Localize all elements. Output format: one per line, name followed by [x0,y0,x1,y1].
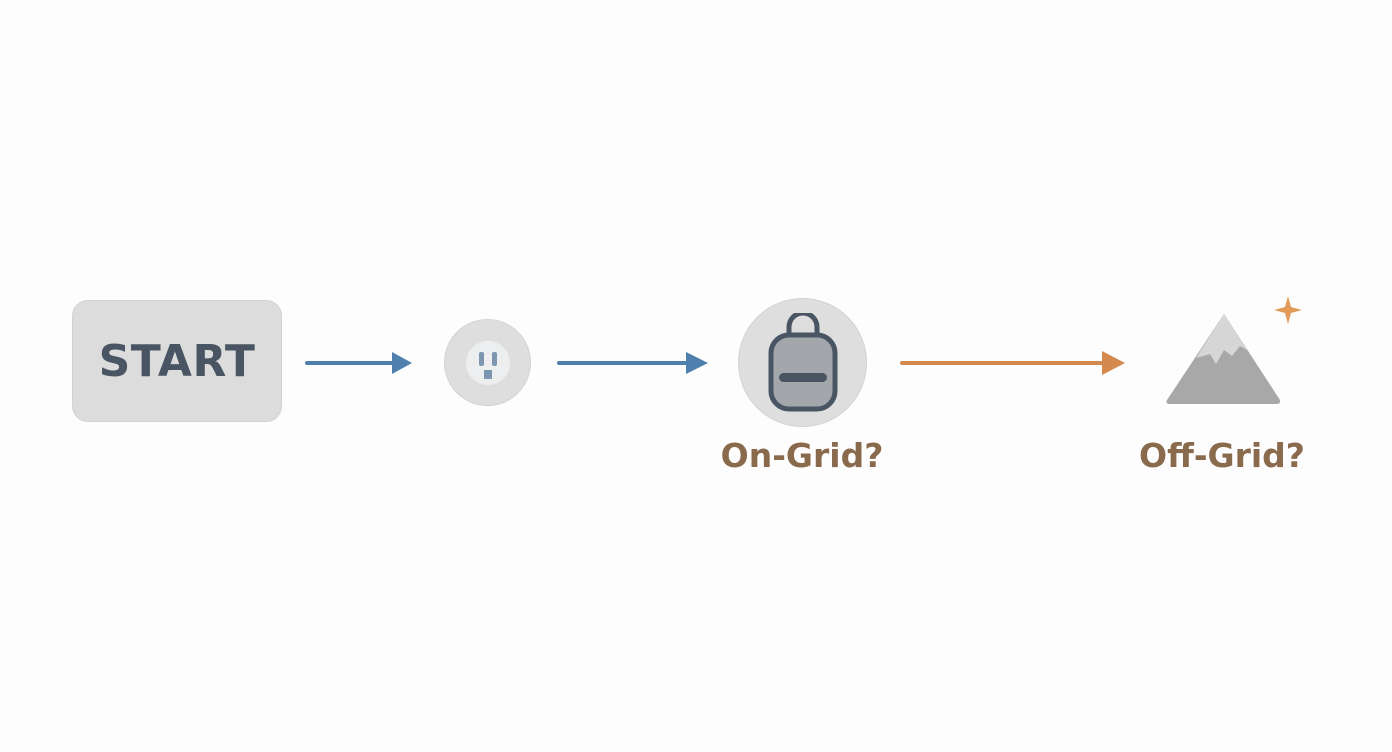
backpack-node [738,298,867,427]
arrow-start-to-outlet [305,352,412,374]
power-outlet-icon [465,340,510,385]
start-node: START [72,300,282,422]
start-label: START [98,335,256,387]
arrow-outlet-to-backpack [557,352,708,374]
on-grid-label: On-Grid? [720,436,884,475]
backpack-icon [768,312,837,411]
outlet-node [444,319,531,406]
off-grid-label: Off-Grid? [1139,436,1305,475]
arrow-backpack-to-mountain [900,351,1125,375]
mountain-icon [1166,296,1302,404]
